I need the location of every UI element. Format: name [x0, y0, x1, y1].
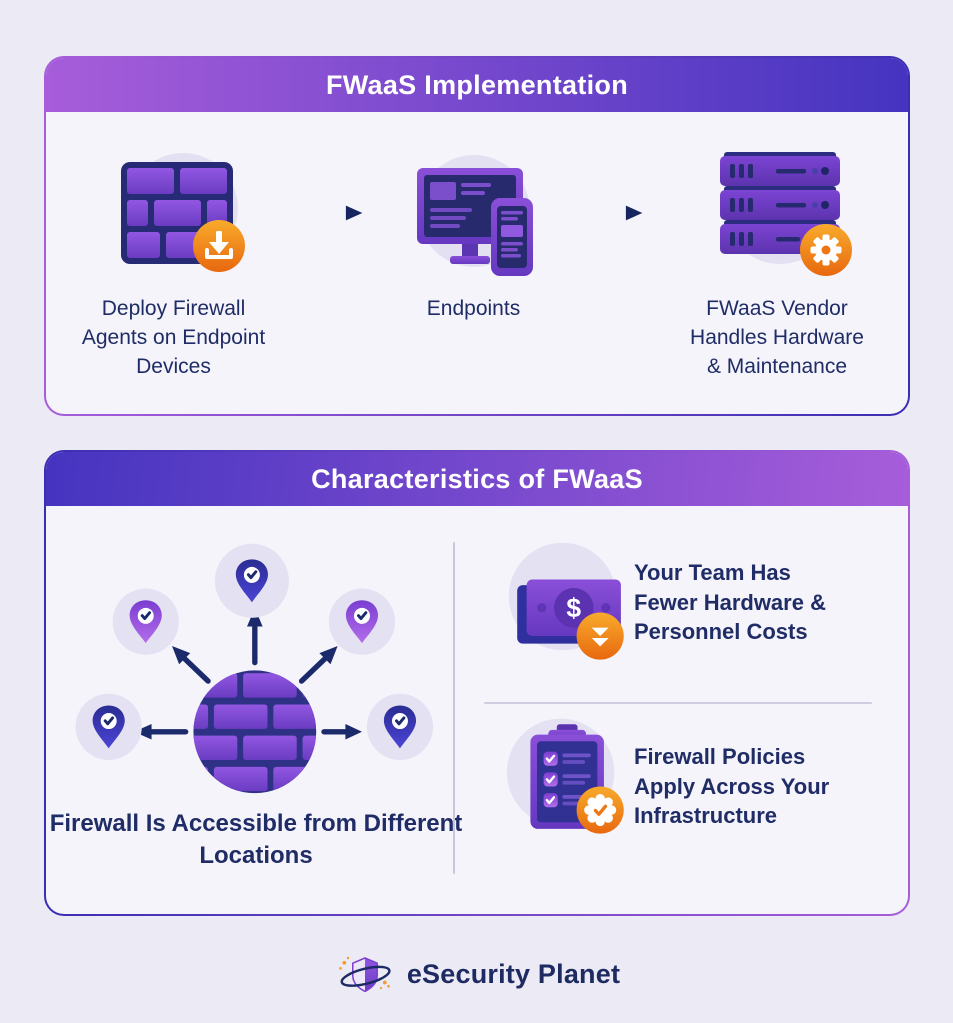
footer-brand: eSecurity Planet	[0, 938, 953, 1010]
step-label: FWaaS Vendor Handles Hardware & Maintena…	[690, 297, 864, 378]
firewall-hub-locations-icon	[75, 543, 434, 794]
cost-decrease-badge-icon	[576, 612, 624, 660]
characteristics-card-title: Characteristics of FWaaS	[311, 463, 643, 494]
firewall-wall-icon	[120, 153, 245, 272]
brand-name: eSecurity Planet	[406, 958, 621, 989]
accessibility-panel: Firewall Is Accessible from Different Lo…	[46, 506, 466, 914]
benefit-text: Firewall Policies Apply Across Your Infr…	[634, 744, 830, 829]
implementation-card: FWaaS Implementation	[44, 56, 910, 416]
benefits-panel: $ Your Team Has Fewer Hardware & Personn…	[476, 506, 906, 914]
benefit-text: Your Team Has Fewer Hardware & Personnel…	[634, 560, 826, 645]
step-label: Deploy Firewall Agents on Endpoint Devic…	[81, 297, 266, 378]
verified-badge-icon	[576, 786, 624, 834]
money-icon: $	[508, 542, 624, 660]
server-stack-icon	[720, 152, 852, 276]
step-vendor-hardware: FWaaS Vendor Handles Hardware & Maintena…	[646, 146, 908, 382]
policy-checklist-icon	[506, 718, 624, 834]
download-badge-icon	[192, 220, 245, 272]
endpoints-devices-icon	[416, 155, 533, 276]
location-pin-icon	[214, 543, 289, 618]
step-deploy-agents: Deploy Firewall Agents on Endpoint Devic…	[46, 146, 301, 382]
implementation-card-title: FWaaS Implementation	[325, 69, 629, 100]
accessibility-caption: Firewall Is Accessible from Different Lo…	[49, 810, 463, 870]
characteristics-card-header: Characteristics of FWaaS	[46, 452, 908, 506]
flow-arrow-icon	[581, 203, 646, 223]
esecurity-planet-shield-logo	[339, 956, 391, 993]
step-label: Endpoints	[426, 297, 521, 320]
svg-text:$: $	[566, 593, 581, 623]
location-pin-icon	[328, 588, 396, 655]
implementation-steps: Deploy Firewall Agents on Endpoint Devic…	[46, 112, 908, 382]
characteristics-card: Characteristics of FWaaS	[44, 450, 910, 916]
implementation-card-header: FWaaS Implementation	[46, 58, 908, 112]
flow-arrow-icon	[301, 203, 366, 223]
location-pin-icon	[75, 693, 142, 761]
location-pin-icon	[366, 693, 434, 761]
horizontal-divider	[484, 702, 872, 704]
vertical-divider	[453, 542, 455, 874]
step-endpoints: Endpoints	[366, 146, 581, 324]
gear-badge-icon	[800, 224, 852, 276]
location-pin-icon	[112, 588, 179, 655]
